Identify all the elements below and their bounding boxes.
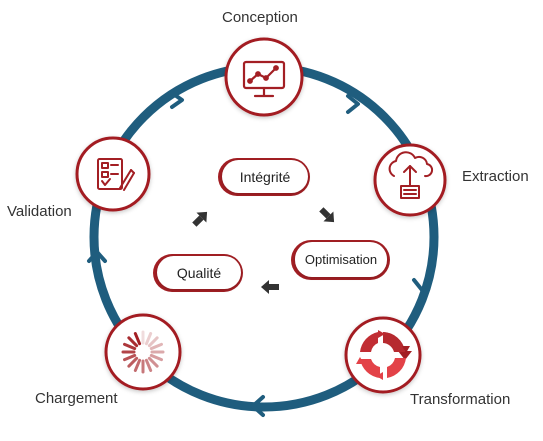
cloud-upload-document-icon xyxy=(388,151,434,199)
inner-arrow-icon xyxy=(319,207,335,223)
stage-label-chargement: Chargement xyxy=(35,390,118,407)
ring-arrow-icon xyxy=(87,250,107,263)
stage-node-transformation xyxy=(344,316,422,394)
spinner-tick xyxy=(144,358,153,372)
stage-label-conception: Conception xyxy=(222,9,298,26)
spinner-tick xyxy=(149,353,163,362)
spinner-tick xyxy=(123,342,137,351)
inner-arrow-icon xyxy=(192,211,208,227)
spinner-tick xyxy=(144,332,153,346)
inner-step-optimisation: Optimisation xyxy=(295,242,387,277)
inner-step-label: Intégrité xyxy=(239,168,291,185)
stage-node-validation xyxy=(75,136,151,212)
spinner-tick xyxy=(127,356,139,368)
ring-arrow-icon xyxy=(251,395,265,417)
inner-step-label: Qualité xyxy=(176,264,222,281)
checklist-document-icon xyxy=(97,158,135,191)
stage-node-chargement xyxy=(104,313,182,391)
inner-step-label: Optimisation xyxy=(304,252,378,267)
spinner-tick xyxy=(123,353,137,362)
spinner-tick xyxy=(147,356,159,368)
stage-label-transformation: Transformation xyxy=(410,391,511,408)
spinner-tick xyxy=(147,336,159,348)
loading-spinner-icon xyxy=(121,330,165,374)
inner-arrow-icon xyxy=(261,280,279,294)
ring-arrow-icon xyxy=(412,278,432,292)
spinner-tick xyxy=(133,358,142,372)
inner-step-integrite: Intégrité xyxy=(222,160,308,193)
monitor-chart-icon xyxy=(242,60,286,98)
cycle-arrows-icon xyxy=(356,330,412,380)
ring-arrow-icon xyxy=(170,91,184,109)
stage-node-extraction xyxy=(373,143,447,217)
inner-step-qualite: Qualité xyxy=(157,256,241,289)
spinner-tick xyxy=(127,336,139,348)
stage-node-conception xyxy=(224,37,304,117)
ring-arrow-icon xyxy=(346,94,360,114)
spinner-tick xyxy=(149,342,163,351)
stage-label-extraction: Extraction xyxy=(462,168,529,185)
stage-label-validation: Validation xyxy=(7,203,72,220)
spinner-tick xyxy=(133,332,142,346)
